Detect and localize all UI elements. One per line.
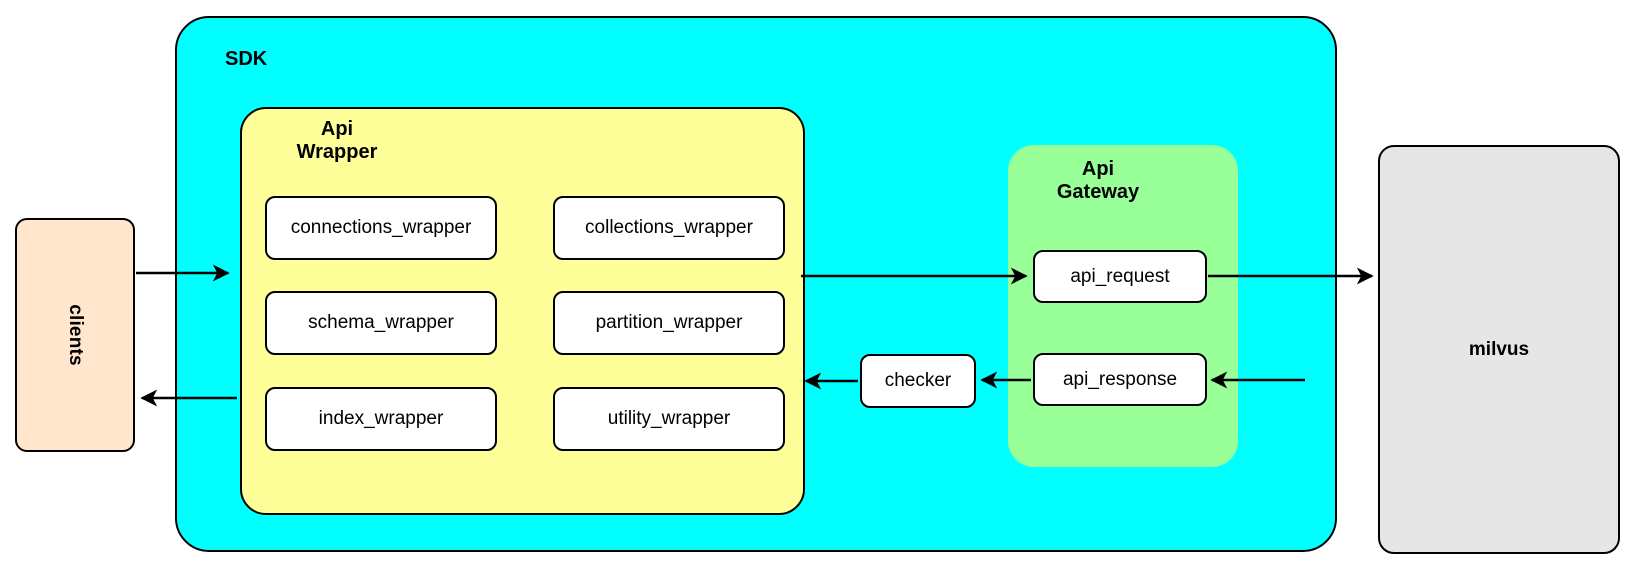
module-partition-wrapper[interactable]: partition_wrapper — [553, 291, 785, 355]
module-collections-wrapper[interactable]: collections_wrapper — [553, 196, 785, 260]
clients-label: clients — [65, 304, 86, 366]
api-request-node[interactable]: api_request — [1033, 250, 1207, 303]
api-gateway-label: Api Gateway — [1018, 158, 1178, 204]
api-wrapper-label-line2: Wrapper — [296, 141, 378, 163]
milvus-box: milvus — [1378, 145, 1620, 554]
api-wrapper-label-line1: Api — [320, 118, 354, 140]
api-wrapper-label: Api Wrapper — [262, 118, 412, 164]
api-gateway-label-line2: Gateway — [1056, 181, 1140, 203]
sdk-label: SDK — [225, 48, 268, 70]
api-response-node[interactable]: api_response — [1033, 353, 1207, 406]
module-schema-wrapper[interactable]: schema_wrapper — [265, 291, 497, 355]
clients-box: clients — [15, 218, 135, 452]
milvus-label: milvus — [1468, 338, 1530, 360]
api-gateway-container: Api Gateway — [1008, 145, 1238, 467]
api-gateway-label-line1: Api — [1081, 158, 1115, 180]
module-index-wrapper[interactable]: index_wrapper — [265, 387, 497, 451]
module-utility-wrapper[interactable]: utility_wrapper — [553, 387, 785, 451]
module-connections-wrapper[interactable]: connections_wrapper — [265, 196, 497, 260]
checker-node[interactable]: checker — [860, 354, 976, 408]
